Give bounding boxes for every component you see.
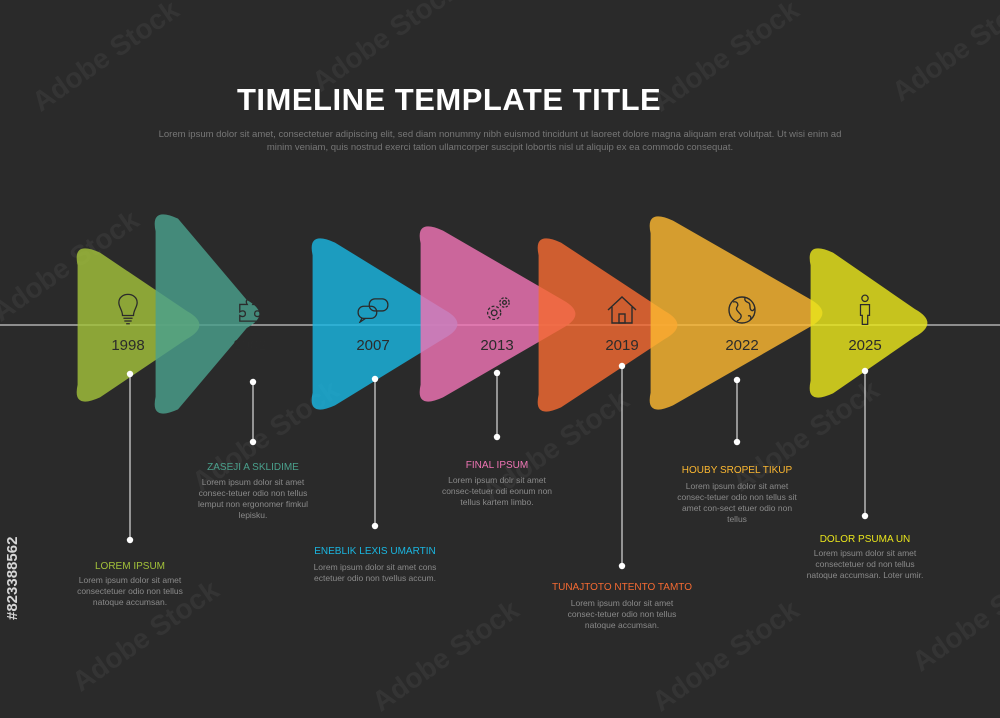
year-label: 2007 [356,337,389,354]
page-subtitle: Lorem ipsum dolor sit amet, consectetuer… [158,129,842,153]
connector-end-dot [733,438,741,446]
connector-start-dot [371,375,379,383]
year-label: 2002 [233,337,266,354]
connector-start-dot [618,362,626,370]
year-label: 2019 [605,337,638,354]
event-title: DOLOR PSUMA UN [819,534,911,545]
timeline-diagram: 1998 2002 2007 2013 2019 2022 2025 [0,214,1000,570]
event-title: FINAL IPSUM [465,460,529,471]
page-title: TIMELINE TEMPLATE TITLE [237,82,662,117]
timeline-arrow-2019 [537,238,678,412]
event-description: Lorem ipsum dolor sit amet consec-tetuer… [567,598,677,630]
event-title: TUNAJTOTO NTENTO TAMTO [551,582,693,593]
connector-end-dot [126,536,134,544]
year-label: 2025 [848,337,881,354]
connector-start-dot [249,378,257,386]
year-label: 2022 [725,337,758,354]
connector-end-dot [249,438,257,446]
year-label: 1998 [111,337,144,354]
connector-end-dot [493,433,501,441]
timeline-arrow-2013 [419,226,576,402]
connector-end-dot [371,522,379,530]
timeline-arrow-2007 [311,238,458,410]
connector-start-dot [493,369,501,377]
event-description: Lorem ipsum dolor sit amet consec-tetuer… [197,477,309,520]
event-description: Lorem ipsum dolr sit amet consec-tetuer … [441,475,553,507]
event-description: Lorem ipsum dolor sit amet consectetuer … [806,548,924,580]
stock-id-watermark: #823388562 [4,536,21,620]
event-title: LOREM IPSUM [94,561,166,572]
connector-end-dot [618,562,626,570]
event-title: ENEBLIK LEXIS UMARTIN [314,546,436,557]
connector-start-dot [733,376,741,384]
connector-start-dot [126,370,134,378]
connector-start-dot [861,367,869,375]
event-title: ZASEJI A SKLIDIME [207,462,299,473]
event-title: HOUBY SROPEL TIKUP [681,465,793,476]
timeline-arrow-1998 [76,248,200,402]
timeline-arrow-2025 [809,248,928,398]
timeline-arrow-2002 [154,214,260,414]
year-label: 2013 [480,337,513,354]
event-description: Lorem ipsum dolor sit amet consectetuer … [77,575,183,607]
timeline-arrow-2022 [649,216,823,410]
event-description: Lorem ipsum dolor sit amet consec-tetuer… [677,481,797,524]
event-description: Lorem ipsum dolor sit amet cons ectetuer… [313,562,437,583]
connector-end-dot [861,512,869,520]
